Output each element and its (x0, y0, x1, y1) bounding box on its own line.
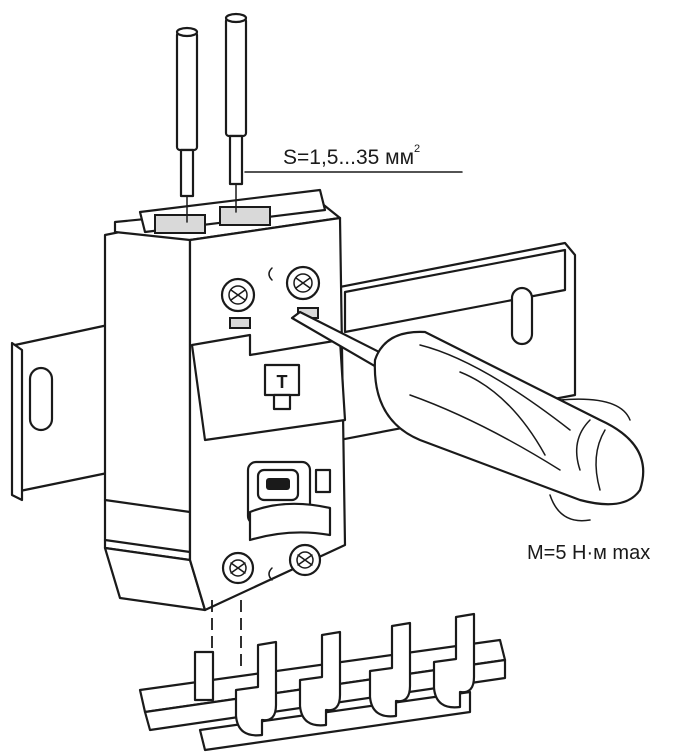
circuit-breaker: T (103, 188, 347, 612)
rail-slot-left (28, 366, 54, 432)
screw-bottom-right (288, 543, 322, 577)
breaker-lever (246, 460, 332, 542)
conductor-right (224, 12, 248, 186)
test-button-label: T (277, 372, 288, 392)
terminal-slot-top-left (154, 214, 206, 234)
cross-section-label: S=1,5...35 мм2 (283, 143, 421, 169)
conductor-left (175, 26, 199, 198)
busbar-pin-4 (368, 621, 412, 718)
busbar-pin-1 (193, 650, 215, 702)
cross-section-exponent: 2 (414, 143, 421, 155)
screw-top-left (220, 277, 256, 313)
test-button (263, 363, 301, 397)
terminal-window-left (229, 317, 251, 329)
torque-label: M=5 Н·м max (527, 542, 651, 564)
busbar-pin-2 (234, 640, 278, 737)
screwdriver (290, 310, 645, 522)
terminal-slot-top-right (219, 206, 271, 226)
busbar-pin-5 (432, 612, 476, 709)
busbar-pin-3 (298, 630, 342, 727)
conductor-guides (186, 183, 237, 223)
rail-slot-right (510, 286, 534, 346)
screw-top-right (285, 265, 321, 301)
alignment-lines (211, 600, 242, 680)
screw-bottom-left (221, 551, 255, 585)
busbar-comb (138, 612, 507, 752)
